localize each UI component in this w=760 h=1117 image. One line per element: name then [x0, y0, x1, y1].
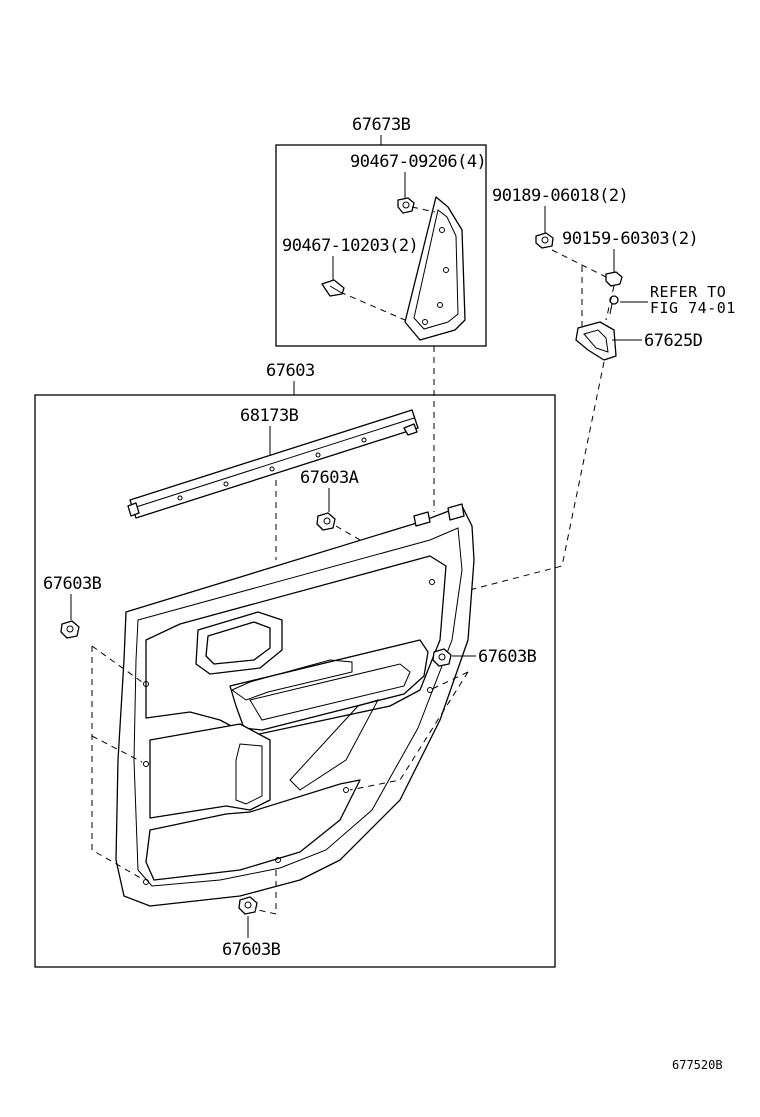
door-trim-panel-part	[115, 503, 475, 907]
dash-screw-to-bracket	[605, 285, 615, 321]
bracket-67625D-part	[575, 321, 617, 361]
figure-number: 677520B	[672, 1058, 723, 1072]
label-90159-60303: 90159-60303(2)	[562, 229, 698, 249]
clip-67603B-left-icon	[60, 620, 80, 639]
bolt-90189-06018-icon	[535, 232, 554, 249]
label-67673B: 67673B	[352, 115, 411, 135]
label-90467-09206: 90467-09206(4)	[350, 152, 486, 172]
clip-67603A-icon	[316, 512, 336, 531]
pin-icon	[609, 295, 619, 315]
weatherstrip-68173B-part	[127, 409, 419, 519]
dash-67603B-left-c	[91, 735, 143, 763]
dash-bracket-to-panel	[329, 361, 605, 652]
clip-90467-10203-icon	[321, 279, 345, 297]
panel-67603-box	[34, 394, 556, 968]
screw-90159-60303-icon	[605, 271, 623, 287]
clip-67603B-bottom-icon	[238, 896, 258, 915]
door-garnish-part	[404, 196, 466, 341]
label-67603: 67603	[266, 361, 315, 381]
kit-67673B-box	[275, 144, 487, 347]
dash-bolt-to-screw	[551, 249, 607, 278]
label-90467-10203: 90467-10203(2)	[282, 236, 418, 256]
label-67603B-right: 67603B	[478, 647, 537, 667]
dash-67603B-left-b	[91, 646, 145, 881]
label-90189-06018: 90189-06018(2)	[492, 186, 628, 206]
dash-67603B-bottom	[257, 870, 277, 915]
label-67603A: 67603A	[300, 468, 359, 488]
screw-90467-09206-icon	[397, 197, 415, 214]
label-67603B-bottom: 67603B	[222, 940, 281, 960]
dash-67603B-right-a	[429, 671, 469, 691]
label-67625D: 67625D	[644, 331, 703, 351]
label-refer-to: REFER TO	[650, 283, 726, 301]
dash-screw-to-garnish	[411, 206, 436, 213]
label-67603B-left: 67603B	[43, 574, 102, 594]
label-68173B: 68173B	[240, 406, 299, 426]
clip-67603B-right-icon	[432, 648, 452, 667]
label-refer-fig: FIG 74-01	[650, 299, 736, 317]
dash-clip-to-garnish	[339, 291, 406, 321]
